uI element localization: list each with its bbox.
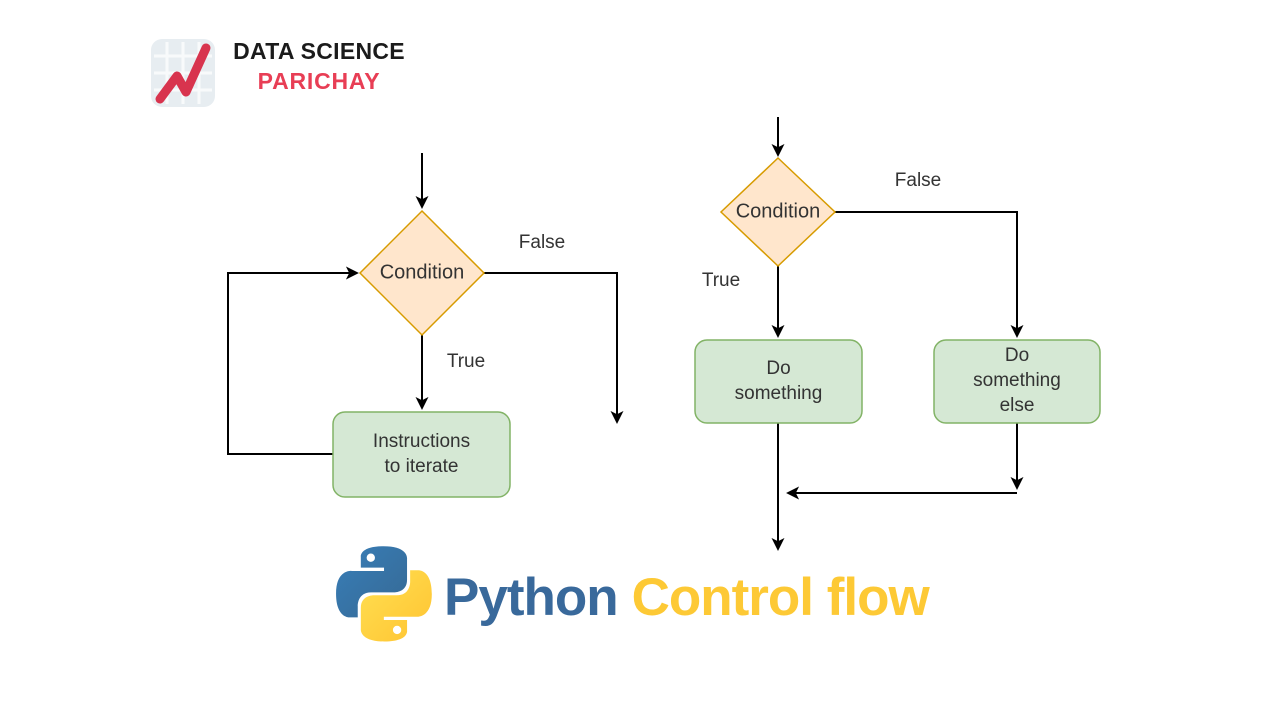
chart-trend-line <box>155 43 211 104</box>
line-chart-icon <box>151 39 215 107</box>
ifelse-true-box-label: Do something <box>734 357 823 404</box>
ifelse-false-label: False <box>894 170 942 191</box>
loop-body-label: Instructions to iterate <box>372 430 471 477</box>
loop-false-label: False <box>518 232 566 253</box>
loop-condition-label: Condition <box>379 261 465 284</box>
loop-true-label: True <box>446 351 486 372</box>
loop-condition-diamond <box>358 209 486 337</box>
footer-title-python: Python <box>444 567 619 627</box>
footer-title-control-flow: Control flow <box>631 567 930 627</box>
loop-false-arrow <box>484 272 624 424</box>
dsp-logo-title: DATA SCIENCE <box>233 38 405 64</box>
ifelse-condition-label: Condition <box>735 200 821 223</box>
ifelse-true-box <box>694 339 863 424</box>
dsp-logo-subtitle: PARICHAY <box>257 68 381 94</box>
ifelse-condition-diamond <box>719 156 837 268</box>
dsp-logo: DATA SCIENCE PARICHAY <box>150 38 410 108</box>
ifelse-connectors <box>771 117 1024 551</box>
ifelse-false-box <box>933 339 1101 424</box>
loop-back-arrow <box>227 266 359 455</box>
loop-body-box <box>332 411 511 498</box>
dsp-logo-text: DATA SCIENCE PARICHAY <box>228 38 410 108</box>
loop-connectors <box>227 153 624 455</box>
python-logo-icon <box>336 546 432 642</box>
ifelse-false-box-label: Do something else <box>973 345 1061 416</box>
ifelse-true-label: True <box>701 270 741 291</box>
ifelse-false-arrow <box>835 211 1024 338</box>
